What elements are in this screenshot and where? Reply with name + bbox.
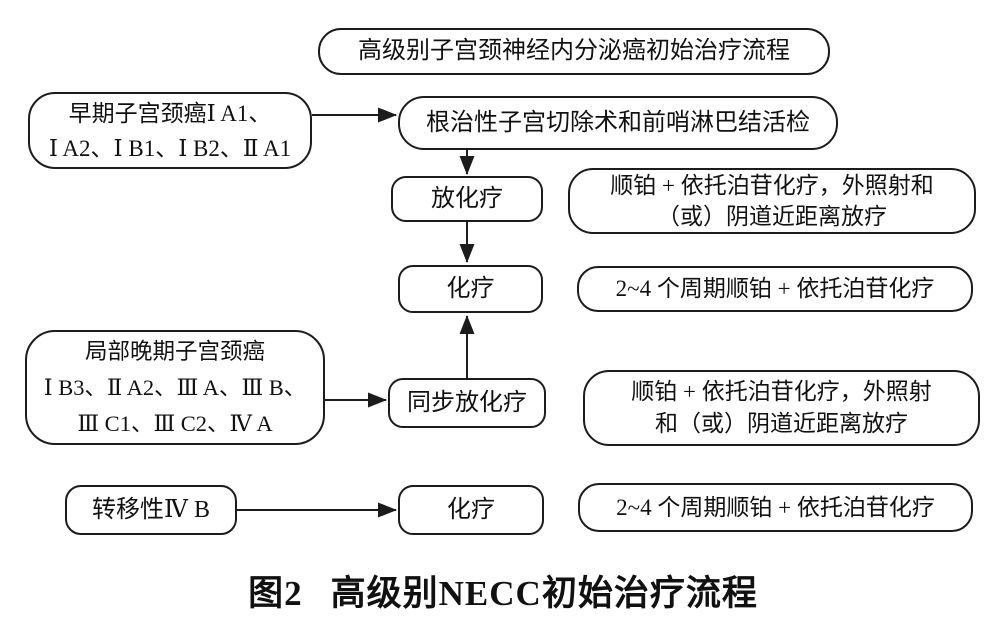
node-line: 局部晚期子宫颈癌 xyxy=(84,338,265,364)
node-concurrent-chemoradiotherapy: 同步放化疗 xyxy=(388,378,546,428)
node-chemotherapy-top: 化疗 xyxy=(398,265,543,313)
node-regimen-chemoradio: 顺铂 + 依托泊苷化疗，外照射和 （或）阴道近距离放疗 xyxy=(568,168,976,234)
node-chemotherapy-bottom: 化疗 xyxy=(398,485,544,535)
node-line: Ⅲ C1、Ⅲ C2、Ⅳ A xyxy=(77,410,273,436)
figure-caption: 图2 高级别NECC初始治疗流程 xyxy=(0,565,1006,616)
node-line: 顺铂 + 依托泊苷化疗，外照射 xyxy=(631,379,932,404)
node-line: 顺铂 + 依托泊苷化疗，外照射和 xyxy=(610,173,934,198)
node-line: Ⅰ B3、Ⅱ A2、Ⅲ A、Ⅲ B、 xyxy=(43,374,307,400)
node-regimen-concurrent: 顺铂 + 依托泊苷化疗，外照射 和（或）阴道近距离放疗 xyxy=(583,370,980,446)
node-regimen-chemo-cycles-bottom: 2~4 个周期顺铂 + 依托泊苷化疗 xyxy=(578,483,973,532)
node-line: Ⅰ A2、Ⅰ B1、Ⅰ B2、Ⅱ A1 xyxy=(48,135,292,161)
figure-caption-title: 高级别NECC初始治疗流程 xyxy=(330,574,758,613)
node-metastatic-ivb: 转移性Ⅳ B xyxy=(65,485,237,535)
node-line: 早期子宫颈癌Ⅰ A1、 xyxy=(68,100,272,126)
node-regimen-chemo-cycles-top: 2~4 个周期顺铂 + 依托泊苷化疗 xyxy=(577,266,973,312)
node-flow-title: 高级别子宫颈神经内分泌癌初始治疗流程 xyxy=(318,28,830,75)
node-radical-hysterectomy: 根治性子宫切除术和前哨淋巴结活检 xyxy=(398,96,838,150)
node-early-stage-cervical-cancer: 早期子宫颈癌Ⅰ A1、 Ⅰ A2、Ⅰ B1、Ⅰ B2、Ⅱ A1 xyxy=(28,92,312,169)
node-chemoradiotherapy: 放化疗 xyxy=(391,176,543,222)
figure-caption-number: 图2 xyxy=(248,574,303,613)
node-locally-advanced-cervical-cancer: 局部晚期子宫颈癌 Ⅰ B3、Ⅱ A2、Ⅲ A、Ⅲ B、 Ⅲ C1、Ⅲ C2、Ⅳ … xyxy=(25,330,325,445)
node-line: （或）阴道近距离放疗 xyxy=(657,204,887,229)
node-line: 和（或）阴道近距离放疗 xyxy=(655,411,908,436)
